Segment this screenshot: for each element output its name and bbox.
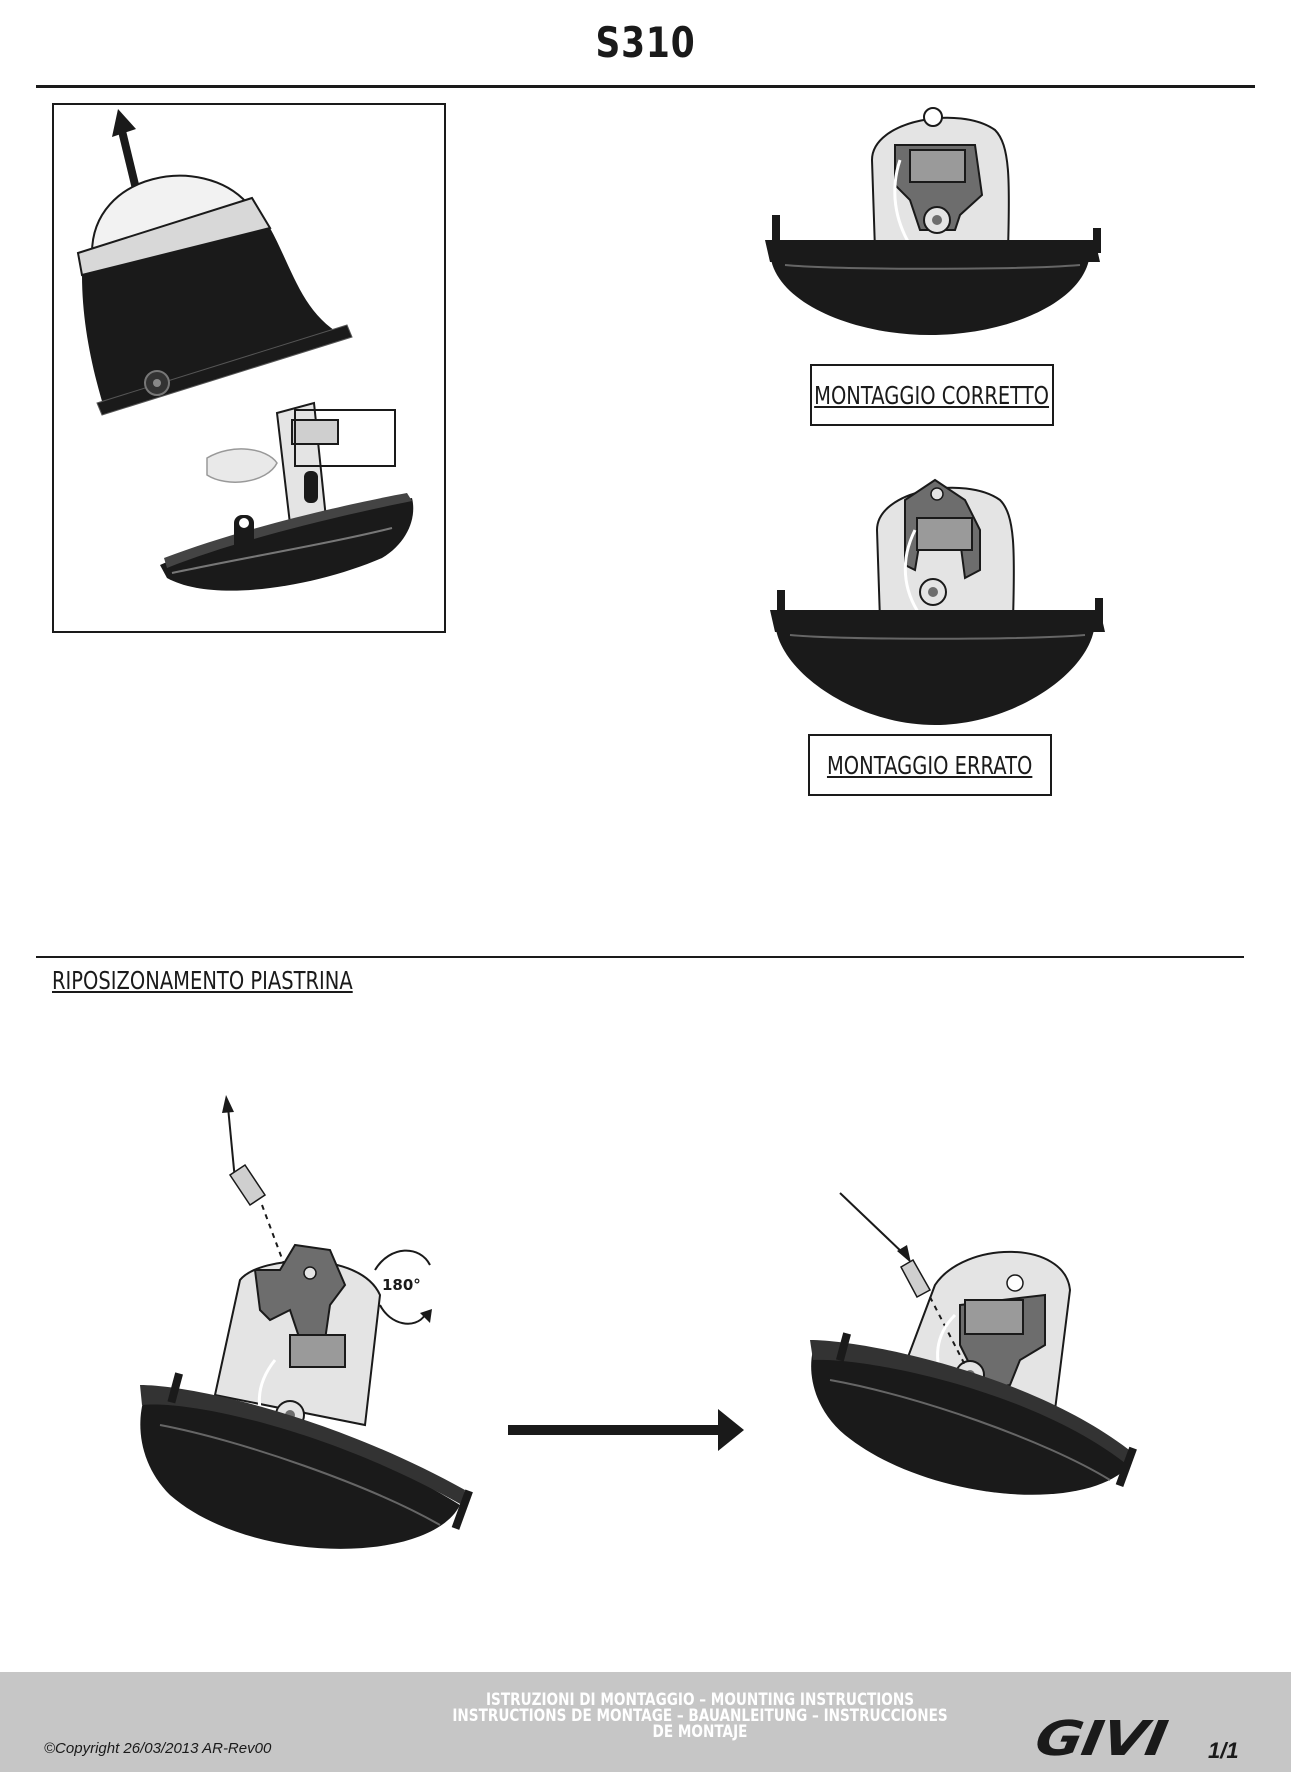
footer-bar xyxy=(0,1672,1291,1772)
givi-logo: GIVI xyxy=(1031,1711,1171,1767)
wrong-mounting-label: MONTAGGIO ERRATO xyxy=(808,734,1052,796)
section-divider xyxy=(36,956,1244,958)
footer-line-1: ISTRUZIONI DI MONTAGGIO – MOUNTING INSTR… xyxy=(485,1690,915,1710)
plate-repositioning-before-illustration: 180° xyxy=(140,1095,473,1549)
correct-mounting-label: MONTAGGIO CORRETTO xyxy=(810,364,1054,426)
exploded-view-frame xyxy=(52,103,446,633)
correct-mounting-illustration xyxy=(765,107,1101,335)
exploded-view-illustration xyxy=(76,109,414,591)
footer-line-3: DE MONTAJE xyxy=(652,1722,748,1742)
page-number: 1/1 xyxy=(1208,1738,1239,1763)
rotation-label: 180° xyxy=(382,1276,421,1294)
next-step-arrow xyxy=(508,1409,744,1451)
wrong-mounting-illustration xyxy=(770,478,1105,725)
footer-line-2: INSTRUCTIONS DE MONTAGE – BAUANLEITUNG –… xyxy=(452,1706,948,1726)
top-divider xyxy=(36,85,1255,88)
plate-repositioning-after-illustration xyxy=(810,1192,1137,1495)
page-title: S310 xyxy=(595,18,696,67)
footer-instructions: ISTRUZIONI DI MONTAGGIO – MOUNTING INSTR… xyxy=(444,1690,956,1742)
section-title: RIPOSIZONAMENTO PIASTRINA xyxy=(52,966,353,995)
copyright-text: ©Copyright 26/03/2013 AR-Rev00 xyxy=(44,1740,272,1757)
